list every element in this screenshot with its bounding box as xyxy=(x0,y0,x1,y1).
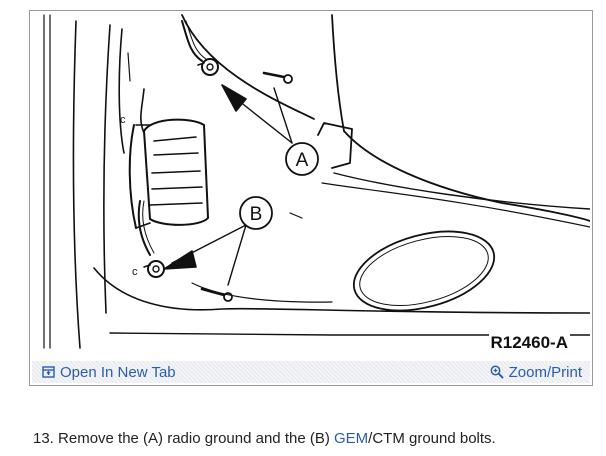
wire-marker-bottom: c xyxy=(132,266,138,278)
open-in-new-tab-label: Open In New Tab xyxy=(60,363,176,381)
zoom-print-button[interactable]: Zoom/Print xyxy=(490,364,582,381)
caption-text-end: /CTM ground bolts. xyxy=(368,430,496,447)
magnifier-icon xyxy=(490,365,504,379)
diagram: A B c c R12460-A xyxy=(32,13,590,363)
wire-marker-top: c xyxy=(120,114,126,126)
diagram-illustration: A B c c xyxy=(43,14,590,349)
gem-link[interactable]: GEM xyxy=(334,430,369,447)
figure-frame: A B c c R12460-A Open In New Tab xyxy=(29,10,593,386)
zoom-print-label: Zoom/Print xyxy=(508,363,582,381)
open-new-tab-icon xyxy=(42,366,55,378)
step-caption: 13. Remove the (A) radio ground and the … xyxy=(33,430,496,447)
callout-b: B xyxy=(250,204,263,225)
figure-toolbar: Open In New Tab Zoom/Print xyxy=(32,361,590,383)
callout-a: A xyxy=(296,150,309,171)
caption-text-start: 13. Remove the (A) radio ground and the … xyxy=(33,430,334,447)
open-in-new-tab-button[interactable]: Open In New Tab xyxy=(42,364,176,381)
figure-code: R12460-A xyxy=(488,333,570,353)
